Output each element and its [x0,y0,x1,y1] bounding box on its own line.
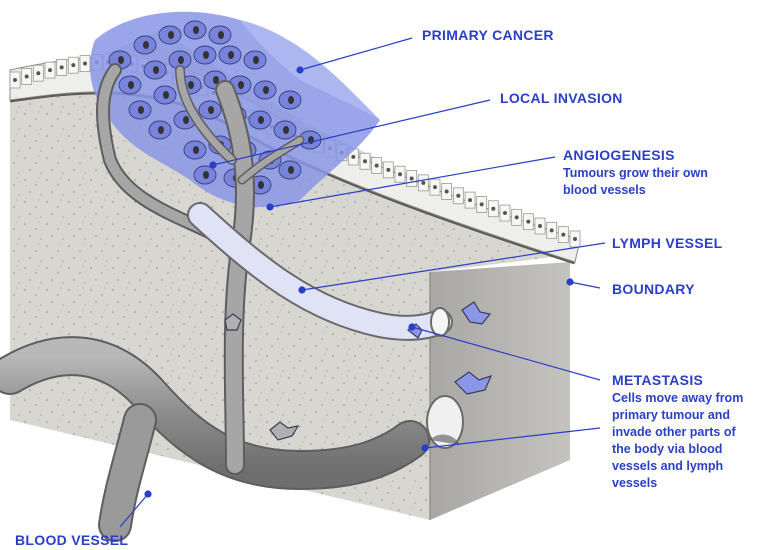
cell-nucleus [71,63,75,67]
cell-nucleus [410,177,414,181]
metastasis-description: Cells move away from primary tumour and … [612,390,743,492]
cell-nucleus [288,96,294,104]
cut-vessel-opening [427,396,463,448]
cell-nucleus [538,224,542,228]
cell-nucleus [203,171,209,179]
cell-nucleus [561,233,565,237]
label-angiogenesis: ANGIOGENESIS [563,147,675,163]
cell-nucleus [445,189,449,193]
cell-nucleus [36,71,40,75]
cell-nucleus [188,81,194,89]
cell-nucleus [283,126,289,134]
cell-nucleus [288,166,294,174]
metastasis-desc-line: Cells move away from [612,390,743,407]
cell-nucleus [375,164,379,168]
label-primary-cancer: PRIMARY CANCER [422,27,554,43]
cell-nucleus [83,62,87,66]
cell-nucleus [208,106,214,114]
angiogenesis-description: Tumours grow their own blood vessels [563,165,708,199]
cell-nucleus [163,91,169,99]
cell-nucleus [203,51,209,59]
cell-nucleus [480,202,484,206]
cell-nucleus [168,31,174,39]
cell-nucleus [193,26,199,34]
cell-nucleus [491,207,495,211]
cell-nucleus [138,106,144,114]
metastasis-desc-line: invade other parts of [612,424,743,441]
cell-nucleus [468,198,472,202]
metastasis-desc-line: primary tumour and [612,407,743,424]
cell-nucleus [263,86,269,94]
cell-nucleus [433,185,437,189]
cell-nucleus [550,228,554,232]
metastasis-desc-line: vessels [612,475,743,492]
cell-nucleus [118,56,124,64]
cell-nucleus [258,116,264,124]
label-lymph-vessel: LYMPH VESSEL [612,235,722,251]
label-blood-vessel: BLOOD VESSEL [15,532,128,548]
cell-nucleus [386,168,390,172]
cell-nucleus [143,41,149,49]
cell-nucleus [456,194,460,198]
cell-nucleus [153,66,159,74]
cell-nucleus [503,211,507,215]
cell-nucleus [178,56,184,64]
cell-nucleus [48,68,52,72]
cell-nucleus [253,56,259,64]
metastasis-desc-line: the body via blood [612,441,743,458]
cell-nucleus [258,181,264,189]
label-metastasis: METASTASIS [612,372,703,388]
label-boundary: BOUNDARY [612,281,695,297]
cell-nucleus [515,215,519,219]
cell-nucleus [398,172,402,176]
cell-nucleus [193,146,199,154]
cell-nucleus [238,81,244,89]
cell-nucleus [128,81,134,89]
label-local-invasion: LOCAL INVASION [500,90,623,106]
angiogenesis-desc-line: Tumours grow their own [563,165,708,182]
angiogenesis-desc-line: blood vessels [563,182,708,199]
cell-nucleus [526,220,530,224]
cell-nucleus [363,159,367,163]
cell-nucleus [421,181,425,185]
metastasis-desc-line: vessels and lymph [612,458,743,475]
cell-nucleus [228,51,234,59]
cell-nucleus [60,65,64,69]
cell-nucleus [573,237,577,241]
cell-nucleus [351,155,355,159]
cell-nucleus [218,31,224,39]
cell-nucleus [158,126,164,134]
cell-nucleus [13,78,17,82]
cell-nucleus [25,75,29,79]
cell-nucleus [183,116,189,124]
